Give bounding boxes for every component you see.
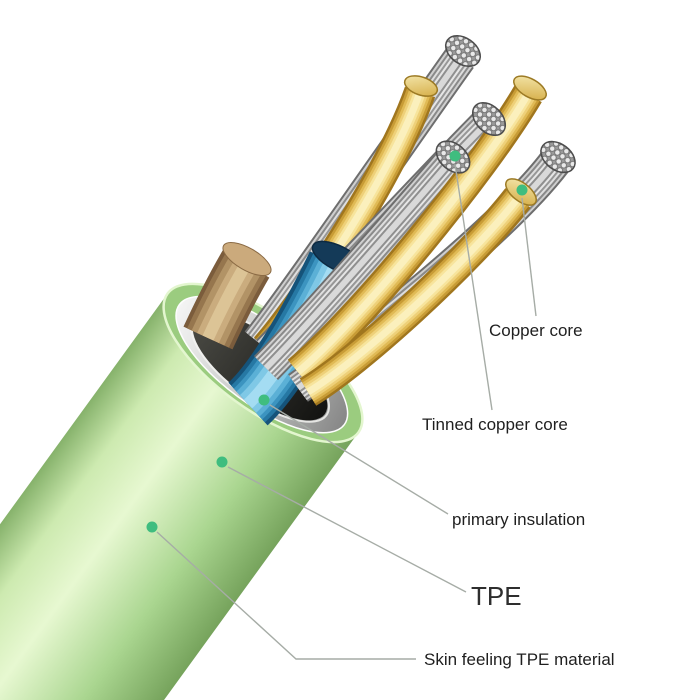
label-copper-core: Copper core bbox=[489, 321, 583, 340]
copper-wire-2-end bbox=[513, 75, 547, 101]
wire-end-faces bbox=[403, 35, 576, 206]
pointer-dot-tpe bbox=[216, 456, 228, 468]
label-tpe: TPE bbox=[471, 581, 522, 611]
label-skin-feeling-tpe: Skin feeling TPE material bbox=[424, 650, 615, 669]
pointer-dot-primary-insulation bbox=[258, 394, 270, 406]
tinned-wire-1-end bbox=[444, 35, 482, 67]
pointer-dot-copper-core bbox=[516, 184, 528, 196]
outer-jacket bbox=[0, 283, 363, 700]
pointer-dot-skin bbox=[146, 521, 158, 533]
leader-line-tpe bbox=[227, 466, 467, 593]
pointer-dot-tinned-copper bbox=[449, 150, 461, 162]
copper-wire-1-end bbox=[403, 75, 439, 97]
copper-core-wire-2 bbox=[287, 85, 542, 385]
label-primary-insulation: primary insulation bbox=[452, 510, 586, 529]
tinned-wire-2-end bbox=[471, 101, 507, 137]
leader-line-skin bbox=[156, 531, 416, 660]
copper-core-wire-3 bbox=[299, 188, 531, 406]
label-tinned-copper-core: Tinned copper core bbox=[422, 415, 568, 434]
tinned-wire-4-end bbox=[540, 140, 576, 174]
inner-wrap bbox=[183, 241, 272, 350]
leader-lines bbox=[156, 163, 537, 660]
leader-line-copper-core bbox=[521, 197, 537, 317]
leader-line-primary-insulation bbox=[269, 404, 449, 515]
leader-line-tinned-copper bbox=[454, 163, 493, 411]
tinned-copper-wire-3 bbox=[253, 150, 463, 381]
inner-wrap-end bbox=[222, 241, 272, 277]
pointer-dots bbox=[146, 150, 528, 533]
